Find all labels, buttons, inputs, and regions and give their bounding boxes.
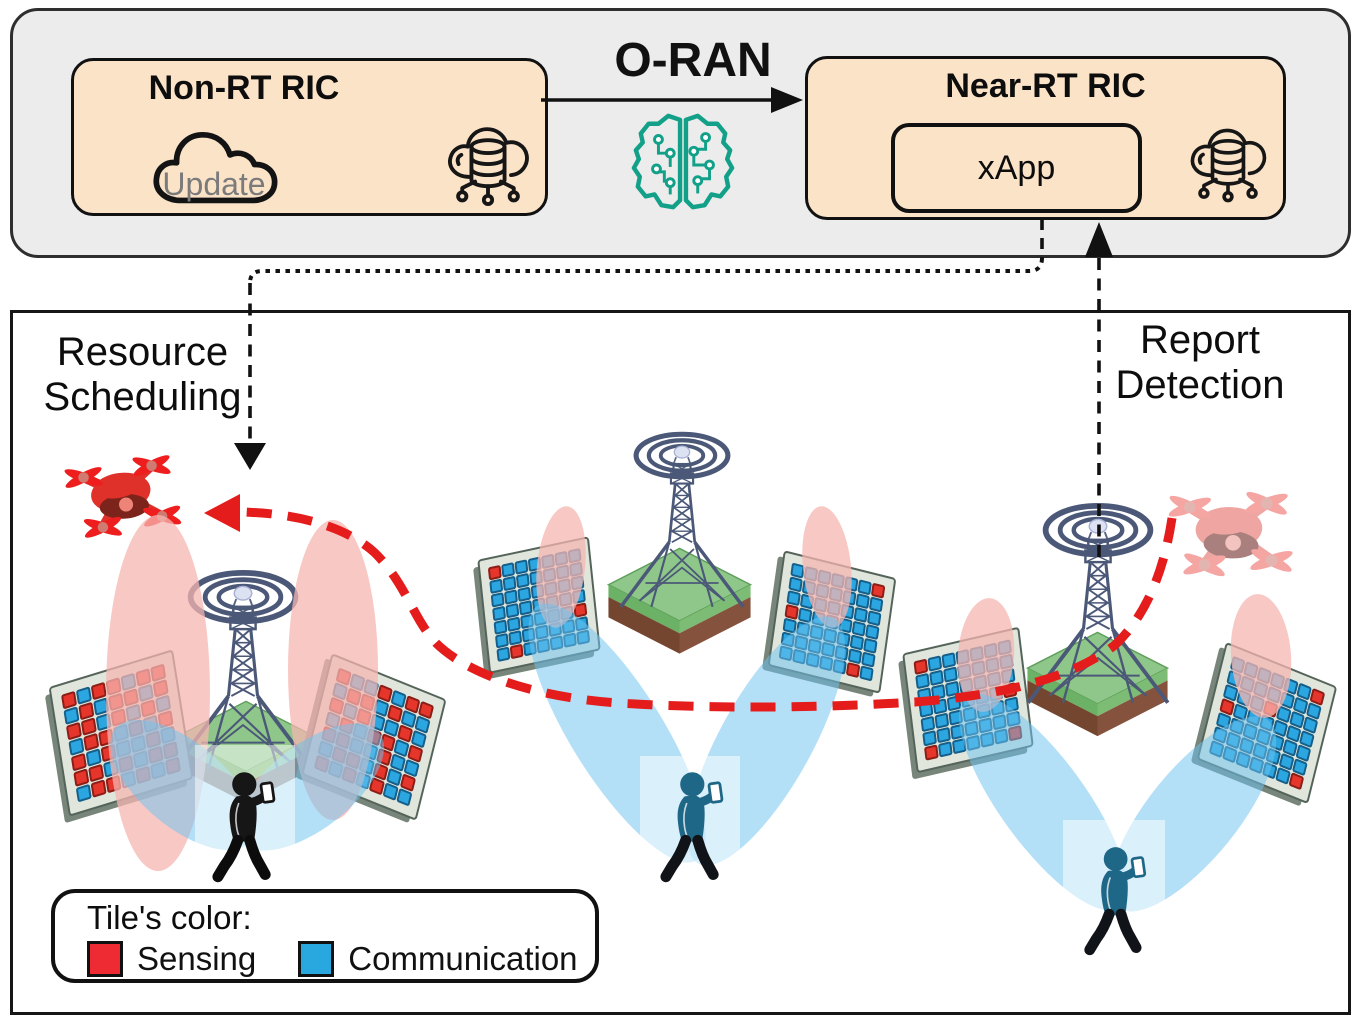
sensing-swatch [87,941,123,977]
oran-link-arrow [541,87,803,113]
non-rt-ric-box: Non-RT RIC Update [71,58,548,216]
near-rt-ric-title: Near-RT RIC [945,67,1146,105]
update-cloud-icon [153,131,278,204]
tile-color-legend: Tile's color: Sensing Communication [51,889,599,983]
report-detection-label: Report Detection [1115,318,1285,407]
non-rt-ric-title: Non-RT RIC [148,69,340,107]
near-rt-ric-box: Near-RT RIC xApp [805,56,1286,220]
communication-swatch [298,941,335,977]
update-cloud-label: Update [162,166,266,202]
cloud-database-icon [1190,128,1267,203]
ai-brain-icon [631,113,735,210]
legend-title: Tile's color: [87,899,252,936]
legend-item-communication: Communication [348,940,578,977]
oran-panel: O-RAN Non-RT RIC Update [10,8,1351,258]
legend-item-sensing: Sensing [137,940,257,977]
xapp-label: xApp [977,148,1056,187]
resource-scheduling-label: Resource Scheduling [43,330,242,419]
xapp-box: xApp [891,123,1142,213]
oran-title: O-RAN [614,34,772,87]
